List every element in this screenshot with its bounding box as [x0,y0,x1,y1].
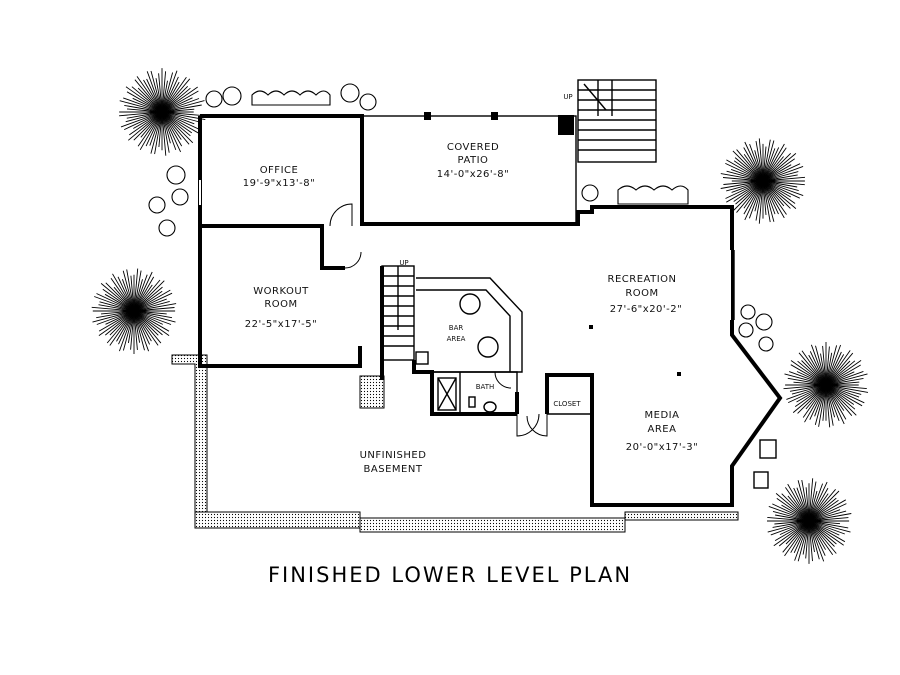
patio-name-2: PATIO [458,155,489,166]
media-dims: 20'-0"x17'-3" [626,442,699,453]
bar-name-1: BAR [449,324,464,332]
interior-stairs-up: UP [399,259,408,267]
exterior-stairs [577,79,657,163]
bath-fixtures [437,377,497,413]
landscape-shrubs [148,83,774,352]
recreation-dims: 27'-6"x20'-2" [610,304,683,315]
workout-name-2: ROOM [264,299,297,310]
patio-dims: 14'-0"x26'-8" [437,169,510,180]
patio-name-1: COVERED [447,142,499,153]
basement-name-1: UNFINISHED [360,450,427,461]
media-name-2: AREA [648,424,677,435]
media-name-1: MEDIA [645,410,680,421]
workout-name-1: WORKOUT [253,286,309,297]
bar-name-2: AREA [447,335,466,343]
basement-name-2: BASEMENT [364,464,423,475]
tree-icon [767,478,852,564]
doors [329,203,548,437]
tree-icon [783,342,869,428]
covered-patio [361,112,577,225]
recreation-name-2: ROOM [625,288,658,299]
tree-icon [91,268,177,354]
closet-name: CLOSET [553,400,581,408]
landscape-trees [91,68,869,564]
office-name: OFFICE [260,165,299,176]
workout-dims: 22'-5"x17'-5" [245,319,318,330]
recreation-name-1: RECREATION [608,274,677,285]
tree-icon [720,138,806,224]
interior-stairs [381,265,415,361]
bar-counter [415,277,523,373]
windows [199,180,735,320]
bath-name: BATH [476,383,495,391]
tree-icon [119,68,206,156]
office-dims: 19'-9"x13'-8" [243,178,316,189]
plan-title: FINISHED LOWER LEVEL PLAN [268,563,632,587]
foundation-walls [171,354,739,533]
patio-stairs-up: UP [563,93,572,101]
